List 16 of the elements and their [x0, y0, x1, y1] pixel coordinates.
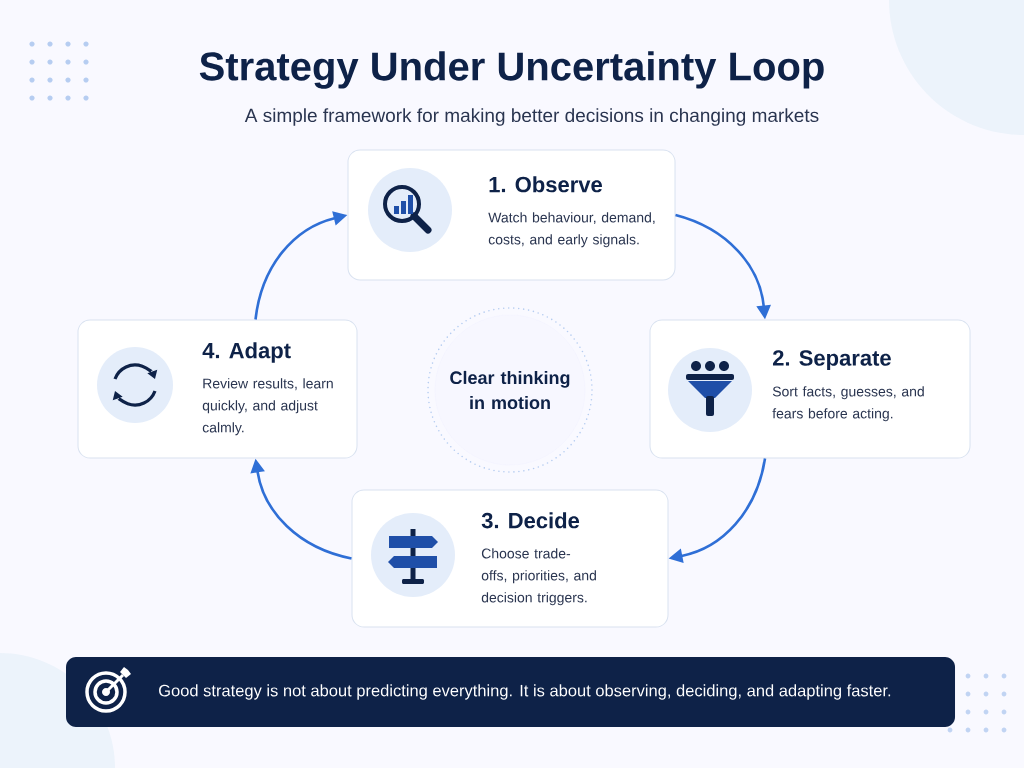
step-heading: 1. Observe	[489, 176, 602, 193]
title: Strategy Under Uncertainty Loop	[199, 51, 824, 89]
step-card	[77, 319, 358, 459]
step-description: Sort facts, guesses, and fears before acting.	[772, 386, 924, 422]
step-card	[347, 149, 676, 281]
step-description: Watch behaviour, demand, costs, and early signals.	[488, 212, 655, 248]
step-heading: 2. Separate	[773, 350, 891, 371]
summary-banner	[66, 657, 955, 727]
step-card	[351, 489, 669, 628]
step-card	[649, 319, 971, 459]
subtitle: A simple framework for making better decisions in changing markets	[244, 108, 819, 126]
step-heading: 3. Decide	[481, 512, 580, 529]
step-heading: 4. Adapt	[202, 342, 291, 363]
summary-text: Good strategy is not about predicting everything. It is about observing, deciding, and adapting faster.	[159, 684, 891, 700]
step-description: Review results, learn quickly, and adjust calmly.	[202, 378, 333, 436]
step-description: Choose trade-offs, priorities, and decision triggers.	[481, 548, 596, 606]
